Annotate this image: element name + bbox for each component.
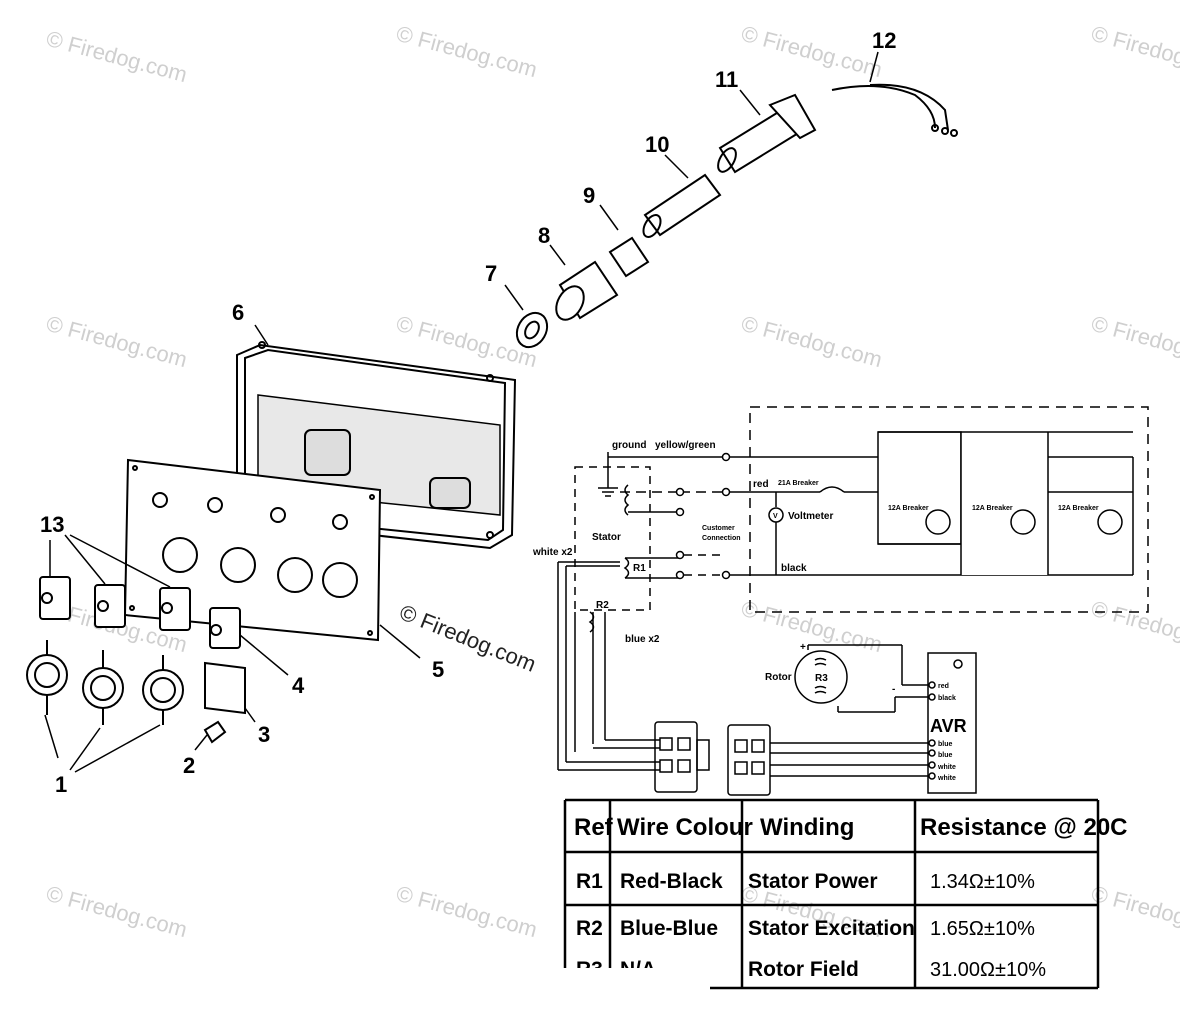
breaker-12a-label-3: 12A Breaker xyxy=(1058,505,1099,512)
callout-4: 4 xyxy=(292,673,305,698)
table-cell: R1 xyxy=(576,870,603,893)
table-cell: Stator Power xyxy=(748,870,878,893)
watermark-main: © Firedog.com xyxy=(396,599,539,676)
table-cell: R2 xyxy=(576,917,603,940)
leader-lines xyxy=(44,51,879,773)
voltmeter-part xyxy=(204,661,246,715)
exploded-parts xyxy=(26,51,958,773)
rotor-minus-label: - xyxy=(892,684,895,695)
connection-label: Connection xyxy=(702,535,741,542)
callout-5: 5 xyxy=(432,657,444,682)
rotor-label: Rotor xyxy=(765,672,792,683)
watermark: © Firedog.com xyxy=(1089,881,1180,943)
watermark: © Firedog.com xyxy=(44,26,190,88)
circuit-breakers xyxy=(39,576,191,631)
callout-labels: 1 2 3 4 5 6 7 8 9 10 11 12 13 xyxy=(40,28,896,797)
callout-3: 3 xyxy=(258,722,270,747)
table-cell: N/A xyxy=(620,958,656,981)
table-cell: Blue-Blue xyxy=(620,917,718,940)
r3-label: R3 xyxy=(815,673,828,684)
callout-1: 1 xyxy=(55,772,67,797)
yellow-green-label: yellow/green xyxy=(655,440,716,451)
table-cell: 1.34Ω±10% xyxy=(930,871,1035,893)
avr-label: AVR xyxy=(930,716,967,736)
customer-label: Customer xyxy=(702,525,735,532)
watermark: © Firedog.com xyxy=(1089,596,1180,658)
callout-10: 10 xyxy=(645,132,669,157)
table-header-wire-colour: Wire Colour xyxy=(617,814,753,841)
avr-terminal-red: red xyxy=(938,683,949,690)
avr-terminal-white-2: white xyxy=(937,775,956,782)
table-cell: Red-Black xyxy=(620,870,723,893)
table-header-winding: Winding xyxy=(760,814,854,841)
r2-label: R2 xyxy=(596,600,609,611)
black-label: black xyxy=(781,563,807,574)
watermark: © Firedog.com xyxy=(394,881,540,943)
outlets xyxy=(26,640,184,725)
cord-assembly xyxy=(515,83,958,349)
callout-6: 6 xyxy=(232,300,244,325)
callout-13: 13 xyxy=(40,512,64,537)
resistance-table: Ref Wire Colour Winding Resistance @ 20C… xyxy=(563,798,1128,990)
avr-terminal-white-1: white xyxy=(937,764,956,771)
callout-7: 7 xyxy=(485,261,497,286)
callout-9: 9 xyxy=(583,183,595,208)
avr-terminal-blue-2: blue xyxy=(938,752,952,759)
watermark: © Firedog.com xyxy=(739,596,885,658)
table-cell: 1.65Ω±10% xyxy=(930,918,1035,940)
table-cell: R3 xyxy=(576,958,603,981)
watermark: © Firedog.com xyxy=(44,881,190,943)
red-label: red xyxy=(753,479,769,490)
watermark: © Firedog.com xyxy=(394,21,540,83)
stator-label: Stator xyxy=(592,532,621,543)
blue-x2-label: blue x2 xyxy=(625,634,660,645)
avr-terminal-black: black xyxy=(938,695,956,702)
r1-label: R1 xyxy=(633,563,646,574)
callout-12: 12 xyxy=(872,28,896,53)
avr-terminal-blue-1: blue xyxy=(938,741,952,748)
white-x2-label: white x2 xyxy=(532,547,573,558)
wiring-schematic xyxy=(557,406,1149,796)
table-header-resistance: Resistance @ 20C xyxy=(920,814,1128,841)
watermark: © Firedog.com xyxy=(739,21,885,83)
breaker-21a-label: 21A Breaker xyxy=(778,480,819,487)
table-cell: Rotor Field xyxy=(748,958,859,981)
schematic-labels: ground yellow/green red 21A Breaker 12A … xyxy=(532,440,1099,782)
callout-11: 11 xyxy=(715,67,738,92)
voltmeter-symbol: V xyxy=(773,513,778,520)
watermark: © Firedog.com xyxy=(44,311,190,373)
table-cell: Stator Excitation xyxy=(748,917,915,940)
callout-8: 8 xyxy=(538,223,550,248)
watermark: © Firedog.com xyxy=(1089,311,1180,373)
ground-label: ground xyxy=(612,440,646,451)
callout-2: 2 xyxy=(183,753,195,778)
rotor-plus-label: + xyxy=(800,642,806,653)
table-cell: 31.00Ω±10% xyxy=(930,959,1046,981)
breaker-12a-label-1: 12A Breaker xyxy=(888,505,929,512)
watermark: © Firedog.com xyxy=(1089,21,1180,83)
watermark: © Firedog.com xyxy=(739,311,885,373)
toggle-part xyxy=(203,720,227,744)
switch-part xyxy=(209,607,241,649)
table-header-ref: Ref xyxy=(574,814,614,841)
voltmeter-label: Voltmeter xyxy=(788,511,833,522)
breaker-12a-label-2: 12A Breaker xyxy=(972,505,1013,512)
